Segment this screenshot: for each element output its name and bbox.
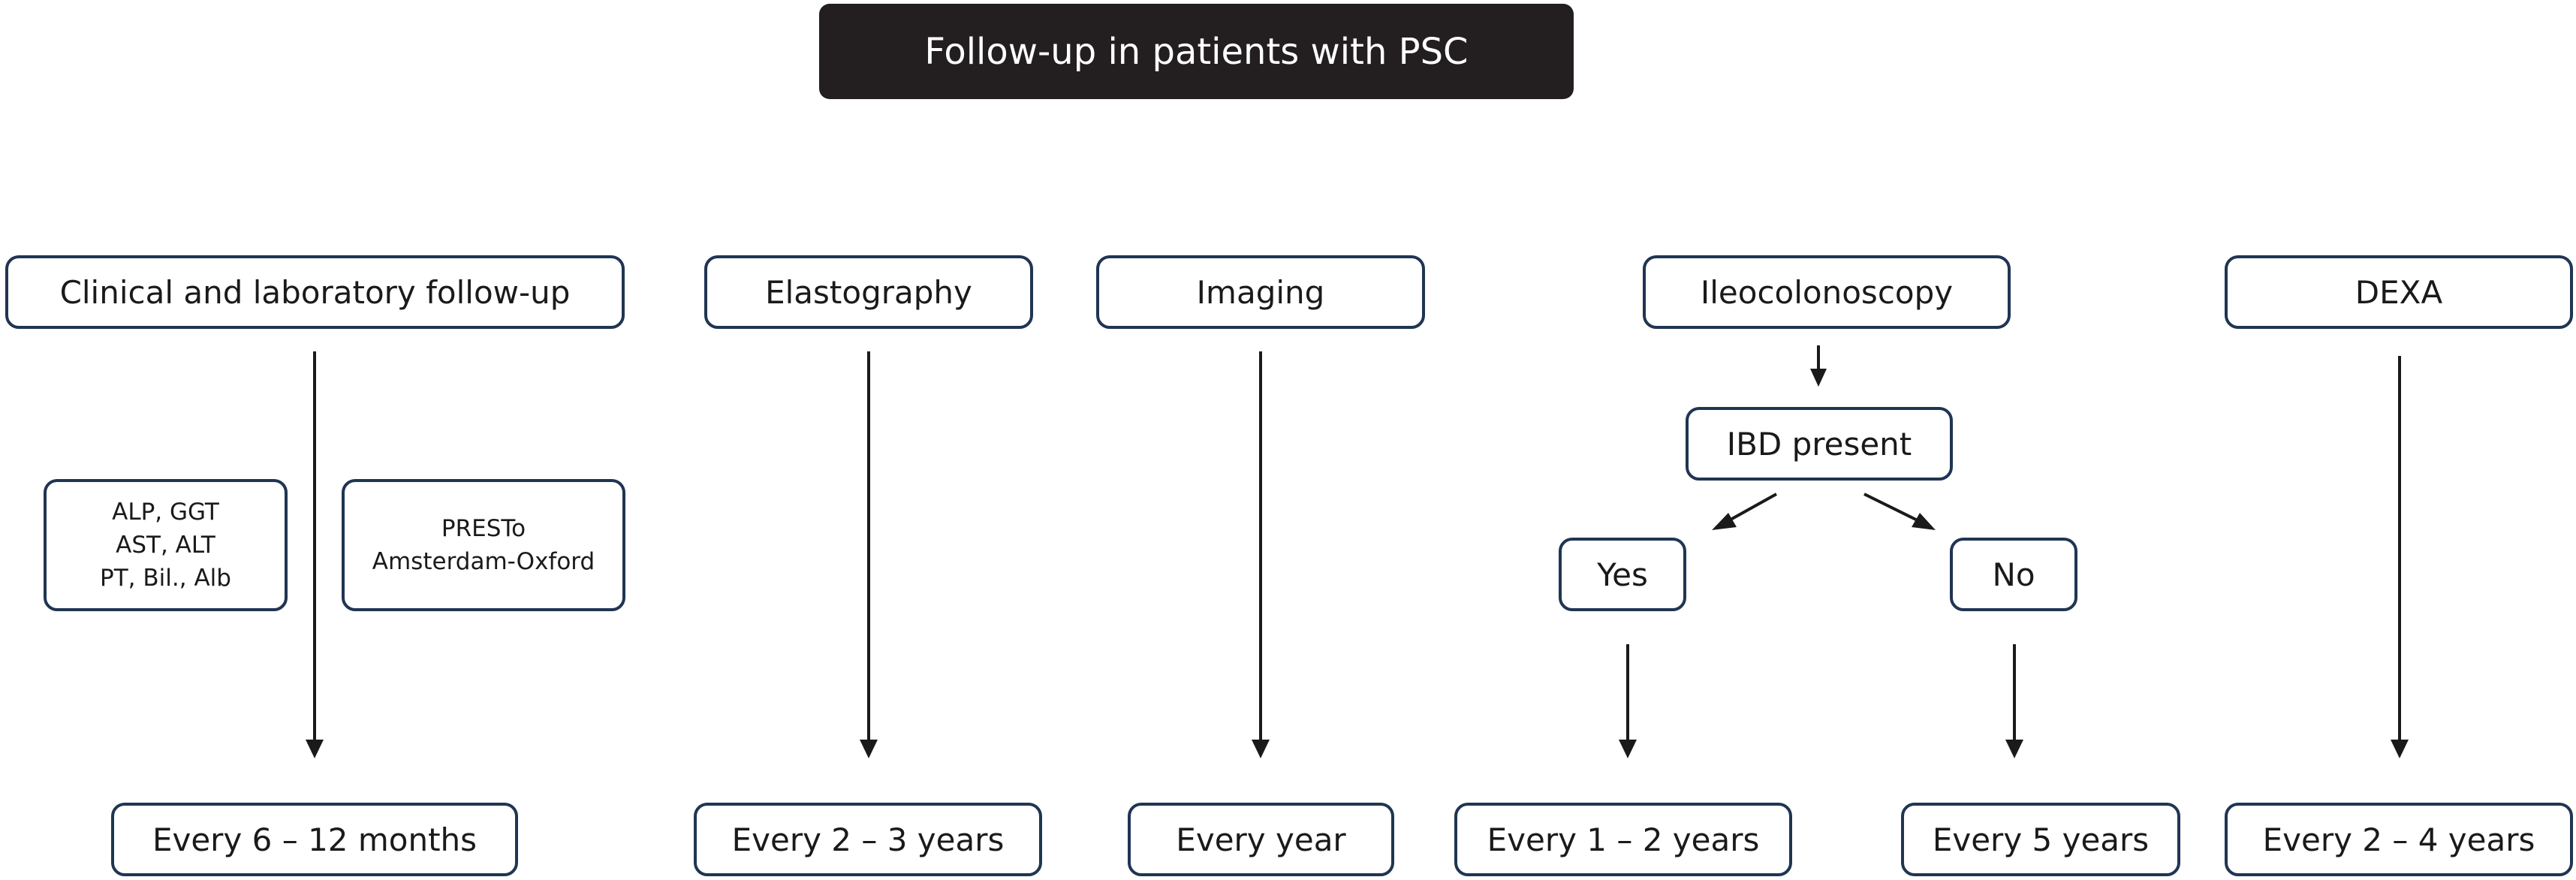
elastography-frequency-box: Every 2 – 3 years — [694, 803, 1042, 876]
arrowhead-elastography — [860, 740, 878, 758]
dexa-header-box: DEXA — [2225, 255, 2573, 329]
arrowhead-clinical — [306, 740, 324, 758]
dexa-frequency-label: Every 2 – 4 years — [2262, 821, 2535, 858]
diagram-title: Follow-up in patients with PSC — [819, 4, 1574, 99]
no-label: No — [1992, 556, 2035, 593]
imaging-header-box: Imaging — [1096, 255, 1425, 329]
arrowhead-ibd-yes — [1712, 513, 1737, 530]
yes-label: Yes — [1597, 556, 1648, 593]
clinical-header-box: Clinical and laboratory follow-up — [5, 255, 625, 329]
imaging-header-label: Imaging — [1196, 273, 1325, 311]
ibd-no-frequency-box: Every 5 years — [1901, 803, 2180, 876]
ibd-no-frequency-label: Every 5 years — [1932, 821, 2150, 858]
lab-test-line: AST, ALT — [116, 532, 215, 559]
elastography-frequency-label: Every 2 – 3 years — [731, 821, 1005, 858]
clinical-frequency-label: Every 6 – 12 months — [152, 821, 478, 858]
lab-test-line: PT, Bil., Alb — [100, 565, 231, 592]
ibd-yes-frequency-box: Every 1 – 2 years — [1454, 803, 1792, 876]
arrow-ibd-yes — [1723, 493, 1777, 525]
arrowhead-yes-freq — [1619, 740, 1637, 758]
ileocolonoscopy-header-label: Ileocolonoscopy — [1700, 273, 1954, 311]
ibd-present-label: IBD present — [1726, 425, 1912, 463]
arrowhead-ibd-no — [1912, 513, 1936, 530]
yes-box: Yes — [1559, 538, 1686, 611]
ibd-yes-frequency-label: Every 1 – 2 years — [1487, 821, 1760, 858]
clinical-frequency-box: Every 6 – 12 months — [111, 803, 518, 876]
arrowhead-dexa — [2391, 740, 2409, 758]
arrowhead-imaging — [1252, 740, 1270, 758]
score-line: PRESTo — [441, 515, 526, 542]
lab-tests-box: ALP, GGT AST, ALT PT, Bil., Alb — [44, 479, 288, 611]
score-line: Amsterdam-Oxford — [372, 548, 595, 575]
prognostic-scores-box: PRESTo Amsterdam-Oxford — [342, 479, 625, 611]
dexa-frequency-box: Every 2 – 4 years — [2225, 803, 2573, 876]
lab-test-line: ALP, GGT — [112, 499, 219, 526]
no-box: No — [1950, 538, 2077, 611]
imaging-frequency-box: Every year — [1128, 803, 1394, 876]
elastography-header-box: Elastography — [704, 255, 1033, 329]
arrowhead-ileo-ibd — [1810, 369, 1827, 387]
dexa-header-label: DEXA — [2355, 273, 2443, 311]
ibd-present-box: IBD present — [1686, 407, 1953, 481]
imaging-frequency-label: Every year — [1176, 821, 1346, 858]
ileocolonoscopy-header-box: Ileocolonoscopy — [1643, 255, 2011, 329]
elastography-header-label: Elastography — [765, 273, 972, 311]
arrowhead-no-freq — [2005, 740, 2023, 758]
clinical-header-label: Clinical and laboratory follow-up — [59, 273, 571, 311]
arrow-ibd-no — [1863, 493, 1924, 525]
